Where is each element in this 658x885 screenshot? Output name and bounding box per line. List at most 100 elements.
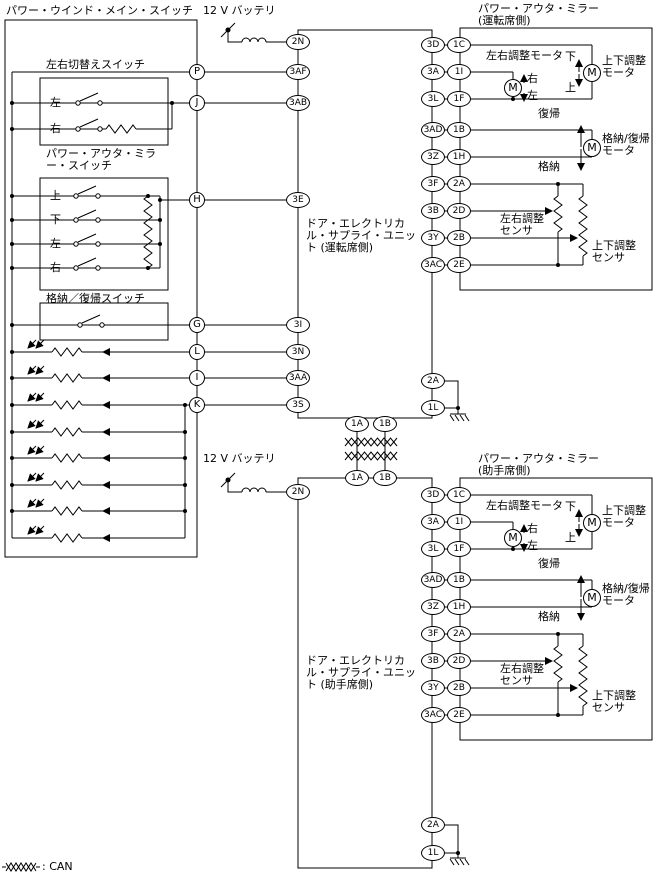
deu-passenger-title: ドア・エレクトリカル・サプライ・ユニット (助手席側) <box>306 654 416 691</box>
mirror-switch-down-label: 下 <box>50 213 61 226</box>
lr-motor-icon-driver: M <box>504 79 522 97</box>
changeover-switch-box <box>39 77 169 146</box>
battery-label-passenger: 12 V バッテリ <box>203 452 276 465</box>
connector-3AD-passenger: 3AD <box>421 572 445 588</box>
connector-3Z-passenger: 3Z <box>421 599 445 615</box>
connector-1I-driver: 1I <box>447 64 471 80</box>
connector-1L-driver: 1L <box>421 400 445 416</box>
ud-sensor-label-passenger: 上下調整センサ <box>592 689 636 714</box>
battery-label-driver: 12 V バッテリ <box>203 4 276 17</box>
mirror-switch-up-label: 上 <box>50 189 61 202</box>
connector-3AC-driver: 3AC <box>421 257 445 273</box>
lr-left-label-driver: 左 <box>527 89 538 102</box>
can-legend-symbol <box>2 862 40 872</box>
connector-3AC-passenger: 3AC <box>421 707 445 723</box>
can-bus-and-grounds <box>344 380 470 866</box>
connector-3Y-passenger: 3Y <box>421 680 445 696</box>
mirror-passenger-title: パワー・アウタ・ミラー <box>478 452 599 465</box>
ground-symbol-passenger <box>449 857 470 866</box>
ud-down-label-driver: 下 <box>565 50 576 63</box>
connector-3A-passenger: 3A <box>421 514 445 530</box>
connector-1F-driver: 1F <box>447 91 471 107</box>
connector-2E-passenger: 2E <box>447 707 471 723</box>
connector-2A-passenger-bottom: 2A <box>421 817 445 833</box>
can-twist-symbol <box>344 437 398 447</box>
mirror-switch-box <box>39 177 169 291</box>
connector-1H-passenger: 1H <box>447 599 471 615</box>
changeover-left-label: 左 <box>50 96 61 109</box>
connector-1L-passenger: 1L <box>421 845 445 861</box>
lr-right-label-passenger: 右 <box>527 522 538 535</box>
connector-2B-driver: 2B <box>447 230 471 246</box>
connector-2E-driver: 2E <box>447 257 471 273</box>
connector-1B-passenger: 1B <box>373 470 397 486</box>
connector-3I: 3I <box>286 317 310 333</box>
connector-3A-driver: 3A <box>421 64 445 80</box>
ud-up-label-driver: 上 <box>565 81 576 94</box>
ud-motor-label-driver: 上下調整モータ <box>602 54 646 79</box>
connector-G: G <box>189 317 205 333</box>
lr-sensor-label-driver: 左右調整センサ <box>500 212 544 237</box>
connector-1A-driver: 1A <box>345 416 369 432</box>
connector-3D-driver: 3D <box>421 37 445 53</box>
connector-3AA: 3AA <box>286 370 310 386</box>
retract-switch-box <box>39 302 169 341</box>
can-legend-label: : CAN <box>42 860 73 873</box>
connector-3F-driver: 3F <box>421 176 445 192</box>
ud-down-label-passenger: 下 <box>565 500 576 513</box>
connector-1A-passenger: 1A <box>345 470 369 486</box>
connector-L: L <box>189 344 205 360</box>
retract-motor-icon-passenger: M <box>583 589 601 607</box>
mirror-passenger-subtitle: (助手席側) <box>478 464 531 477</box>
ud-motor-icon-passenger: M <box>583 514 601 532</box>
connector-3S: 3S <box>286 397 310 413</box>
lr-sensor-label-passenger: 左右調整センサ <box>500 662 544 687</box>
battery-feeds <box>220 22 287 493</box>
retract-motor-icon-driver: M <box>583 139 601 157</box>
ud-motor-label-passenger: 上下調整モータ <box>602 504 646 529</box>
retract-motor-label-driver: 格納/復帰モータ <box>602 132 650 157</box>
mirror-driver-title: パワー・アウタ・ミラー <box>478 2 599 15</box>
connector-2N-driver: 2N <box>286 34 310 50</box>
mirror-switch-left-label: 左 <box>50 237 61 250</box>
ground-symbol-driver <box>449 413 470 422</box>
connector-2N-passenger: 2N <box>286 484 310 500</box>
connector-2A-mirror-driver: 2A <box>447 176 471 192</box>
lr-right-label-driver: 右 <box>527 72 538 85</box>
junction-dots <box>10 101 187 513</box>
main-switch-box <box>4 19 198 558</box>
connector-3Z-driver: 3Z <box>421 149 445 165</box>
main-switch-wiring <box>11 71 298 542</box>
connector-1B-mirror-driver: 1B <box>447 122 471 138</box>
connector-J: J <box>189 95 205 111</box>
can-twist-symbol <box>344 451 398 461</box>
connector-2D-passenger: 2D <box>447 653 471 669</box>
connector-2D-driver: 2D <box>447 203 471 219</box>
return-label-passenger: 復帰 <box>538 557 560 570</box>
connector-K: K <box>189 397 205 413</box>
connector-3AB: 3AB <box>286 95 310 111</box>
retract-label-driver: 格納 <box>538 160 560 173</box>
changeover-switch-title: 左右切替えスイッチ <box>46 58 145 71</box>
connector-1C-driver: 1C <box>447 37 471 53</box>
connector-3L-passenger: 3L <box>421 541 445 557</box>
lr-motor-label-driver: 左右調整モータ <box>486 49 563 62</box>
connector-3AF: 3AF <box>286 64 310 80</box>
connector-2A-mirror-passenger: 2A <box>447 626 471 642</box>
connector-1I-passenger: 1I <box>447 514 471 530</box>
connector-1F-passenger: 1F <box>447 541 471 557</box>
connector-3F-passenger: 3F <box>421 626 445 642</box>
retract-switch-title: 格納／復帰スイッチ <box>46 292 145 305</box>
changeover-right-label: 右 <box>50 122 61 135</box>
connector-3N: 3N <box>286 344 310 360</box>
connector-2B-passenger: 2B <box>447 680 471 696</box>
retract-motor-label-passenger: 格納/復帰モータ <box>602 582 650 607</box>
lr-motor-label-passenger: 左右調整モータ <box>486 499 563 512</box>
connector-3B-passenger: 3B <box>421 653 445 669</box>
connector-H: H <box>189 192 205 208</box>
mirror-switch-title: パワー・アウタ・ミラー・スイッチ <box>46 147 156 172</box>
ud-up-label-passenger: 上 <box>565 531 576 544</box>
connector-3D-passenger: 3D <box>421 487 445 503</box>
mirror-switch-right-label: 右 <box>50 261 61 274</box>
